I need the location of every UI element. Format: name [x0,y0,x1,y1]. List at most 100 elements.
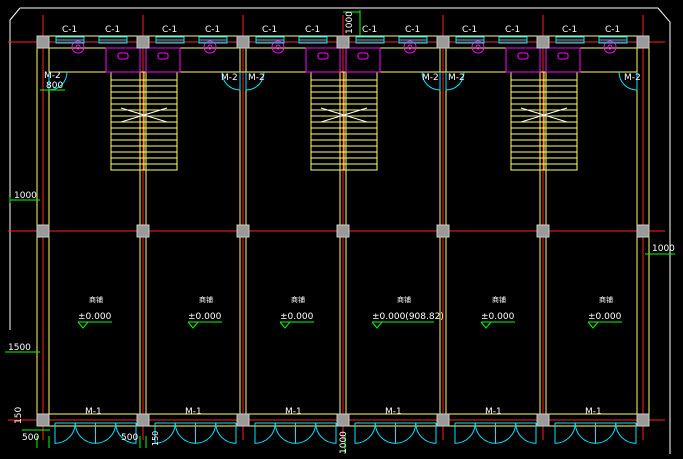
window [555,36,585,44]
dim-1000-bottom: 1000 [339,431,349,454]
column [36,224,50,238]
window [598,36,628,44]
window [355,36,385,44]
window-label: C-1 [605,25,620,35]
front-door-label: M-1 [385,407,402,417]
window [98,36,128,44]
window [498,36,528,44]
front-door [454,422,537,444]
column [436,224,450,238]
staircase [110,71,178,171]
window-label: C-1 [62,25,77,35]
column [436,35,450,49]
room-label: 商铺 [199,295,213,304]
front-door-label: M-1 [185,407,202,417]
column [636,224,650,238]
window-label: C-1 [105,25,120,35]
room-labels: 商铺 ±0.000 商铺 ±0.000 商铺 ±0.000 商铺 ±0.000(908.82)… [77,295,622,329]
elevation-label: ±0.000 [188,312,222,322]
elevation-label: ±0.000 [280,312,314,322]
front-door [154,422,237,444]
room-label: 商铺 [89,295,103,304]
staircase [510,71,578,171]
dim-150-b: 150 [151,431,160,446]
window-label: C-1 [205,25,220,35]
window-label: C-1 [462,25,477,35]
column [36,35,50,49]
window [55,36,85,44]
back-door-label: M-2 [44,71,61,81]
front-door [54,422,137,444]
window-label: C-1 [362,25,377,35]
column [136,413,150,427]
front-door-label: M-1 [585,407,602,417]
basin-fixture [357,52,369,60]
window-label: C-1 [162,25,177,35]
back-door-label: M-2 [221,73,238,83]
elevation-label: ±0.000 [588,312,622,322]
window [455,36,485,44]
staircases [110,71,578,171]
room-label: 商铺 [291,295,305,304]
column [636,35,650,49]
staircase [310,71,378,171]
column [136,224,150,238]
dim-500-a: 500 [22,433,39,443]
front-door-label: M-1 [285,407,302,417]
dim-800: 800 [46,81,63,91]
back-door-label: M-2 [422,73,439,83]
column [536,413,550,427]
windows-top [55,36,628,44]
column [136,35,150,49]
column [36,413,50,427]
column [436,413,450,427]
window [298,36,328,44]
column [536,35,550,49]
column [336,413,350,427]
toilet-areas [105,47,581,73]
window [398,36,428,44]
front-door-label: M-1 [85,407,102,417]
column [336,35,350,49]
column [236,224,250,238]
elevation-label: ±0.000(908.82) [372,312,444,322]
elevation-label: ±0.000 [481,312,515,322]
front-door [254,422,337,444]
front-door [554,422,637,444]
room-label: 商铺 [492,295,506,304]
back-door-label: M-2 [248,73,265,83]
dim-150: 150 [14,407,24,424]
front-doors [54,422,637,444]
back-door-label: M-2 [448,73,465,83]
basin-fixture [317,52,329,60]
column [536,224,550,238]
elevation-label: ±0.000 [78,312,112,322]
window [155,36,185,44]
toilet-fixture [403,40,417,54]
toilet-fixture [271,40,285,54]
basin-fixture [117,52,129,60]
front-door [354,422,437,444]
dimension-lines [5,10,675,454]
dim-1000-right: 1000 [652,244,675,254]
window-label: C-1 [405,25,420,35]
column [236,413,250,427]
toilet-fixture [71,40,85,54]
toilet-fixture [203,40,217,54]
basin-fixture [557,52,569,60]
window-label: C-1 [505,25,520,35]
columns [36,35,650,427]
window-label: C-1 [562,25,577,35]
column [236,35,250,49]
window [198,36,228,44]
dim-1000-top: 1000 [345,11,355,34]
front-door-label: M-1 [485,407,502,417]
dim-1000-left: 1000 [14,191,37,201]
window-label: C-1 [305,25,320,35]
room-label: 商铺 [599,295,613,304]
toilet-fixture [471,40,485,54]
